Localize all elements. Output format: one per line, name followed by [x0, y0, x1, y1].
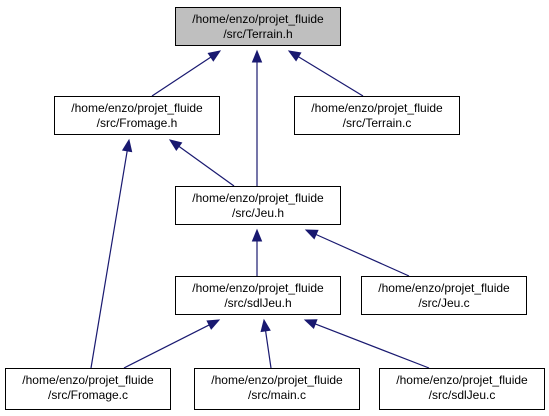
arrow-head-icon — [303, 319, 318, 330]
node-file-label: /src/Jeu.c — [418, 296, 469, 310]
arrow-head-icon — [287, 50, 302, 62]
node-box[interactable] — [175, 7, 341, 46]
node-box[interactable] — [379, 368, 545, 410]
arrow-head-icon — [207, 50, 222, 62]
edge-jeu_c-to-jeu_h — [304, 229, 410, 277]
node-box[interactable] — [54, 96, 220, 135]
edge-fromage_c-to-fromage_h — [90, 138, 133, 369]
node-sdljeu-c[interactable]: /home/enzo/projet_fluide/src/sdlJeu.c — [379, 368, 545, 410]
node-path-label: /home/enzo/projet_fluide — [192, 12, 324, 26]
node-box[interactable] — [194, 368, 360, 410]
node-main-c[interactable]: /home/enzo/projet_fluide/src/main.c — [194, 368, 360, 410]
node-file-label: /src/Terrain.c — [343, 116, 412, 130]
arrow-head-icon — [206, 319, 221, 330]
node-file-label: /src/Jeu.h — [232, 206, 284, 220]
node-path-label: /home/enzo/projet_fluide — [211, 373, 343, 387]
node-path-label: /home/enzo/projet_fluide — [396, 373, 528, 387]
node-box[interactable] — [175, 276, 341, 315]
node-path-label: /home/enzo/projet_fluide — [71, 101, 203, 115]
node-fromage-h[interactable]: /home/enzo/projet_fluide/src/Fromage.h — [54, 96, 220, 135]
node-jeu-c[interactable]: /home/enzo/projet_fluide/src/Jeu.c — [361, 276, 527, 315]
edge-fromage_h-to-terrain_h — [151, 50, 222, 97]
edge-jeu_h-to-fromage_h — [168, 139, 235, 187]
node-box[interactable] — [361, 276, 527, 315]
node-terrain-c[interactable]: /home/enzo/projet_fluide/src/Terrain.c — [294, 96, 460, 135]
edge-line — [298, 56, 364, 97]
node-path-label: /home/enzo/projet_fluide — [192, 281, 324, 295]
edges-layer — [90, 49, 430, 369]
edge-jeu_h-to-terrain_h — [251, 49, 263, 186]
edge-sdljeu_c-to-sdljeu_h — [303, 319, 430, 369]
node-sdljeu-h[interactable]: /home/enzo/projet_fluide/src/sdlJeu.h — [175, 276, 341, 315]
node-file-label: /src/Fromage.h — [97, 116, 178, 130]
nodes-layer: /home/enzo/projet_fluide/src/Terrain.h/h… — [5, 7, 545, 410]
node-path-label: /home/enzo/projet_fluide — [311, 101, 443, 115]
node-fromage-c[interactable]: /home/enzo/projet_fluide/src/Fromage.c — [5, 368, 171, 410]
edge-sdljeu_h-to-jeu_h — [251, 228, 263, 276]
arrow-head-icon — [304, 229, 319, 240]
node-file-label: /src/sdlJeu.c — [429, 388, 496, 402]
node-file-label: /src/sdlJeu.h — [224, 296, 291, 310]
node-terrain-h[interactable]: /home/enzo/projet_fluide/src/Terrain.h — [175, 7, 341, 46]
arrow-head-icon — [251, 49, 263, 63]
edge-terrain_c-to-terrain_h — [287, 50, 364, 97]
node-file-label: /src/main.c — [248, 388, 306, 402]
edge-line — [315, 233, 410, 277]
node-box[interactable] — [5, 368, 171, 410]
edge-line — [90, 150, 128, 369]
node-file-label: /src/Fromage.c — [48, 388, 128, 402]
edge-main_c-to-sdljeu_h — [260, 318, 272, 369]
node-box[interactable] — [175, 186, 341, 225]
node-path-label: /home/enzo/projet_fluide — [192, 191, 324, 205]
edge-fromage_c-to-sdljeu_h — [123, 319, 221, 369]
arrow-head-icon — [260, 318, 271, 333]
edge-line — [151, 56, 212, 97]
arrow-head-icon — [121, 138, 133, 153]
node-path-label: /home/enzo/projet_fluide — [378, 281, 510, 295]
edge-line — [123, 324, 210, 369]
node-path-label: /home/enzo/projet_fluide — [22, 373, 154, 387]
edge-line — [264, 330, 272, 369]
node-file-label: /src/Terrain.h — [223, 27, 292, 41]
node-box[interactable] — [294, 96, 460, 135]
node-jeu-h[interactable]: /home/enzo/projet_fluide/src/Jeu.h — [175, 186, 341, 225]
arrow-head-icon — [168, 139, 183, 151]
edge-line — [315, 323, 430, 369]
arrow-head-icon — [251, 228, 263, 242]
edge-line — [178, 145, 235, 187]
